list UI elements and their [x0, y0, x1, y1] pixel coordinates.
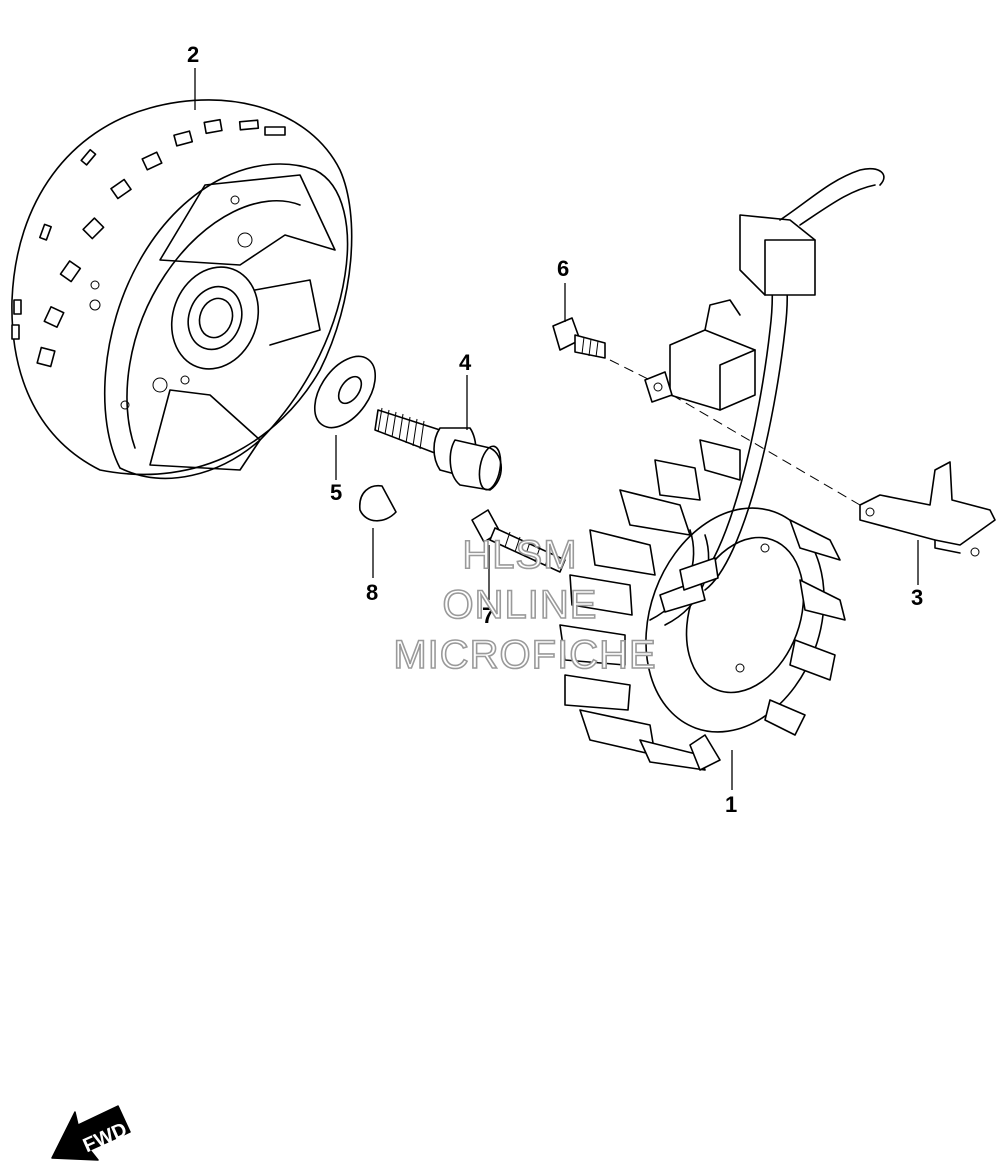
- bracket: [859, 461, 996, 557]
- watermark-line-2: ONLINE: [443, 583, 598, 627]
- watermark-line-1: HLSM: [462, 533, 577, 577]
- callout-stator: 1: [725, 792, 737, 817]
- watermark-line-3: MICROFICHE: [393, 633, 656, 677]
- small-screw: [552, 317, 606, 359]
- callout-stator-screw: 7: [482, 603, 494, 628]
- rotor-flywheel: [11, 99, 353, 480]
- callout-rotor-bolt: 4: [459, 350, 472, 375]
- callout-key: 8: [366, 580, 378, 605]
- rim-slots: [11, 118, 286, 368]
- callout-bracket: 3: [911, 585, 923, 610]
- watermark: HLSM ONLINE MICROFICHE: [393, 532, 657, 678]
- rotor-bolt: [374, 407, 503, 491]
- woodruff-key: [359, 484, 397, 522]
- washer: [313, 355, 377, 429]
- callout-washer: 5: [330, 480, 342, 505]
- stator-assembly: [559, 167, 885, 771]
- leader-lines: [194, 68, 919, 790]
- callout-numbers: 1 2 3 4 5 6 7 8: [187, 42, 923, 817]
- callout-rotor: 2: [187, 42, 199, 67]
- callout-small-screw: 6: [557, 256, 569, 281]
- fwd-arrow-icon: FWD: [51, 1105, 131, 1161]
- stator-screw: [471, 509, 566, 573]
